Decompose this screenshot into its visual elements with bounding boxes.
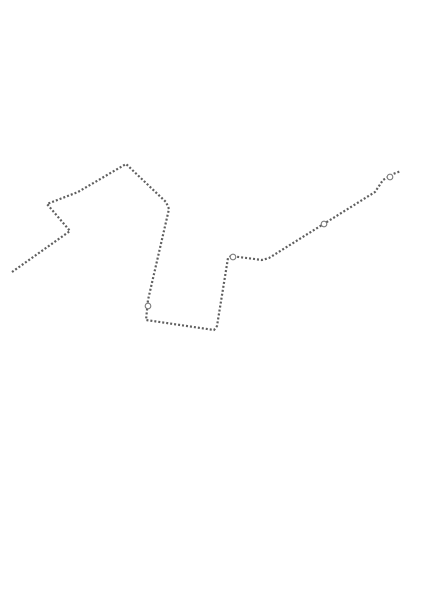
route-stop-marker[interactable] [144,302,152,310]
route-stop-marker[interactable] [229,253,237,261]
route-stop-marker[interactable] [320,220,328,228]
route-line [11,162,402,332]
route-stop-marker[interactable] [386,173,394,181]
